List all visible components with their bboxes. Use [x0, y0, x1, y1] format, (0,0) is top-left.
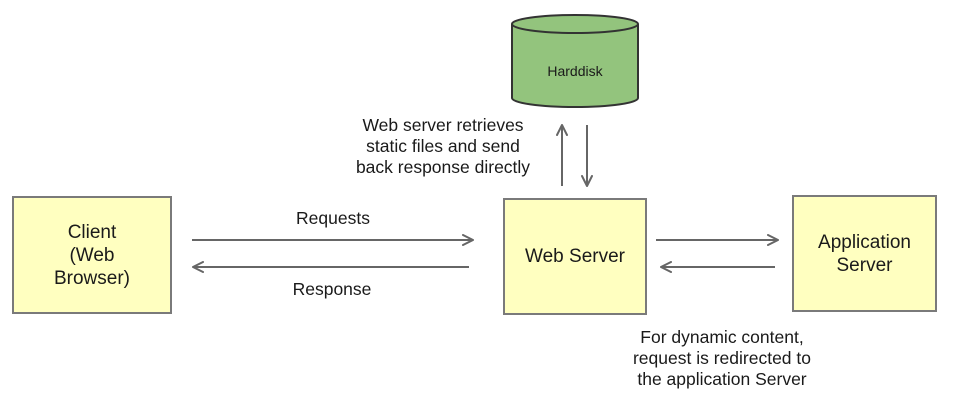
application-server-box: Application Server: [792, 195, 937, 312]
static-content-note: Web server retrieves static files and se…: [355, 115, 531, 177]
harddisk-cylinder: [511, 14, 639, 108]
dynamic-content-note: For dynamic content, request is redirect…: [632, 327, 811, 389]
client-box: Client (Web Browser): [12, 196, 172, 314]
requests-label: Requests: [296, 208, 370, 228]
harddisk-label: Harddisk: [547, 63, 603, 79]
web-server-box: Web Server: [503, 198, 647, 315]
response-label: Response: [292, 279, 372, 299]
